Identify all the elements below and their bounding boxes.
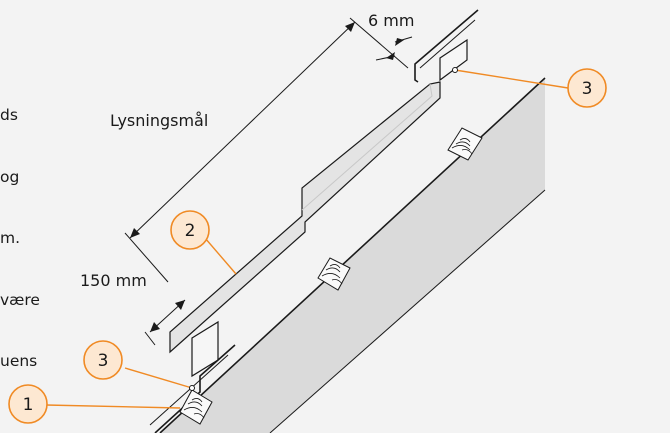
leader-callout-3-bottom [124, 367, 193, 389]
leader-callout-1 [45, 404, 181, 409]
side-text-line: være [0, 290, 40, 309]
arrowhead [345, 22, 355, 32]
label-gap: 6 mm [368, 11, 414, 30]
upper-clip [439, 38, 468, 82]
side-text-line: ds [0, 106, 18, 124]
leader-callout-2 [204, 237, 237, 275]
board-edge-lower [269, 189, 546, 433]
callout-3-bottom: 3 [83, 340, 123, 380]
label-overlap: 150 mm [80, 271, 147, 290]
side-text-line: uens [0, 352, 38, 370]
lower-board-profile [154, 344, 236, 433]
board-edge-upper [159, 77, 546, 433]
side-text-line: m. [0, 229, 21, 247]
label-lysningsmal: Lysningsmål [110, 111, 208, 130]
upper-board-profile [414, 9, 479, 83]
callout-2: 2 [170, 210, 210, 250]
callout-3-top: 3 [567, 68, 607, 108]
callout-number: 3 [98, 351, 109, 371]
lower-board-back [149, 354, 229, 426]
batten-lower [179, 389, 213, 425]
callout-number: 3 [582, 79, 593, 99]
flashing-strip [169, 81, 441, 354]
flashing-fold [301, 83, 433, 211]
extension-line-bottom [124, 232, 169, 283]
batten-upper [447, 127, 483, 161]
arrowhead [150, 322, 160, 332]
side-text-line: og [0, 167, 20, 186]
callout-number: 1 [23, 395, 34, 415]
extension-line-top [349, 17, 409, 69]
arrowhead [130, 228, 140, 238]
upper-board-back [419, 19, 476, 69]
batten-middle [317, 257, 351, 291]
extension-line-overlap [144, 331, 156, 346]
cropped-side-text: ds og m. være uens [0, 64, 40, 413]
leader-dot [452, 67, 458, 73]
leader-callout-3-top [454, 69, 569, 89]
callout-1: 1 [8, 384, 48, 424]
arrowhead [175, 300, 185, 310]
arrowhead [386, 52, 395, 60]
leader-dot [189, 385, 195, 391]
arrowhead [395, 38, 404, 46]
dimension-line-lysningsmal [129, 21, 356, 239]
callout-number: 2 [185, 221, 196, 241]
